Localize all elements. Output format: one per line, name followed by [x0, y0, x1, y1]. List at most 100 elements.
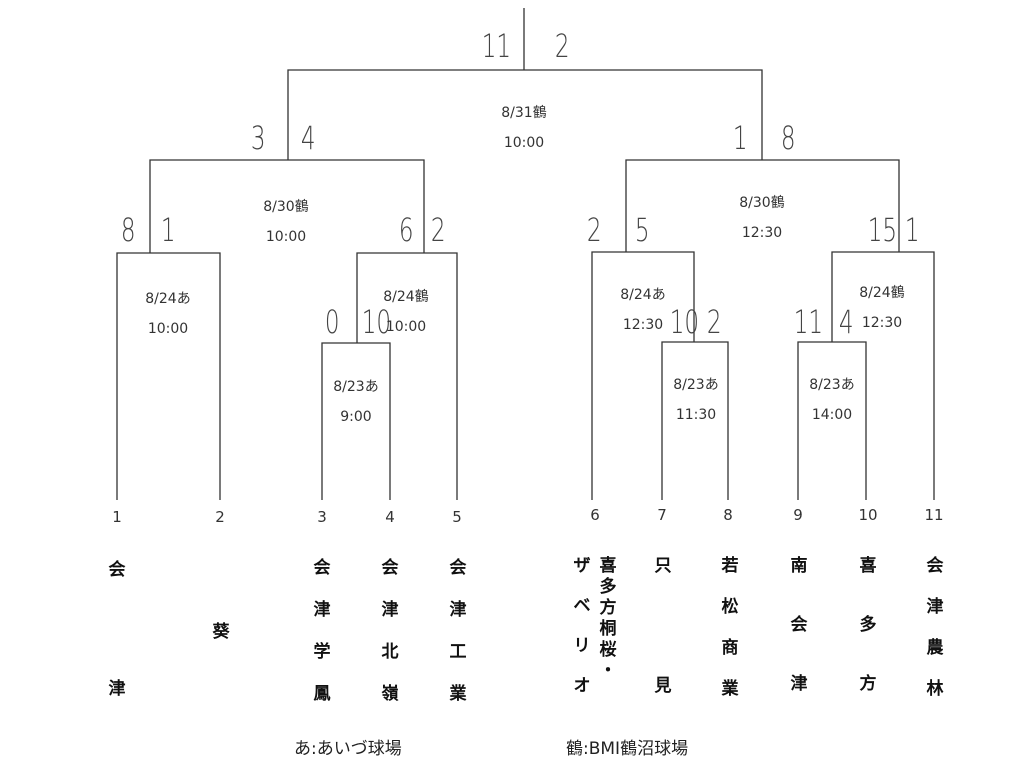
team-10-char: 方 — [859, 674, 877, 694]
seed-6: 6 — [590, 506, 600, 524]
r1-3v4-score-left: 0 — [324, 303, 340, 341]
r2-w910v11-time: 12:30 — [861, 315, 903, 331]
team-8: 若 松 商 業 — [718, 558, 742, 698]
legend-aizu: あ:あいづ球場 — [294, 739, 402, 759]
sf-right-score-left: 1 — [732, 119, 748, 157]
team-7-char: 見 — [654, 676, 672, 696]
team-7-char: 只 — [654, 556, 672, 576]
r1-3v4-info: 8/23あ 9:00 — [310, 372, 402, 432]
team-4: 会 津 北 嶺 — [378, 560, 402, 703]
r2-6vw78-score-right: 5 — [634, 211, 650, 249]
team-9-char: 南 — [790, 556, 808, 576]
r1-7v8-time: 11:30 — [675, 407, 717, 423]
team-2: 葵 — [209, 624, 233, 641]
team-6a-char: オ — [573, 676, 591, 696]
final-score-right: 2 — [554, 27, 570, 65]
sf-left-time: 10:00 — [265, 229, 307, 245]
r2-1v2-date: 8/24あ — [145, 291, 191, 307]
team-6b-char: ・ — [599, 661, 617, 681]
r1-9v10-date: 8/23あ — [809, 377, 855, 393]
team-5-char: 津 — [449, 600, 467, 620]
team-8-char: 松 — [721, 597, 739, 617]
team-3-char: 会 — [313, 558, 331, 578]
r2-6vw78-date: 8/24あ — [620, 287, 666, 303]
final-score-left: 11 — [481, 27, 512, 65]
team-5-char: 業 — [449, 684, 467, 704]
r1-3v4-time: 9:00 — [340, 409, 372, 425]
sf-left-score-left: 3 — [250, 119, 266, 157]
team-10-char: 喜 — [859, 556, 877, 576]
r1-7v8-date: 8/23あ — [673, 377, 719, 393]
team-6b-char: 桜 — [599, 640, 617, 660]
r1-7v8-score-right: 2 — [706, 303, 722, 341]
team-11-char: 農 — [926, 638, 944, 658]
team-4-char: 北 — [381, 642, 399, 662]
seed-7: 7 — [657, 506, 667, 524]
seed-3: 3 — [317, 508, 327, 526]
team-5-char: 会 — [449, 558, 467, 578]
r2-w910v11-score-left: 15 — [867, 211, 898, 249]
team-6b-char: 桐 — [599, 619, 617, 639]
team-10: 喜 多 方 — [856, 558, 880, 693]
r2-1v2-score-right: 1 — [160, 211, 176, 249]
team-11-char: 林 — [926, 679, 944, 699]
r1-9v10-score-left: 11 — [793, 303, 824, 341]
sf-right-info: 8/30鶴 12:30 — [714, 188, 810, 248]
team-8-char: 業 — [721, 679, 739, 699]
r1-7v8-info: 8/23あ 11:30 — [650, 370, 742, 430]
team-11: 会 津 農 林 — [923, 558, 947, 698]
r2-w910v11-score-right: 1 — [904, 211, 920, 249]
r2-6vw78-info: 8/24あ 12:30 — [595, 280, 691, 340]
team-9-char: 会 — [790, 615, 808, 635]
team-4-char: 津 — [381, 600, 399, 620]
team-1-char: 津 — [108, 679, 126, 699]
team-6b-char: 多 — [599, 577, 617, 597]
r2-6vw78-time: 12:30 — [622, 317, 664, 333]
team-11-char: 会 — [926, 556, 944, 576]
seed-1: 1 — [112, 508, 122, 526]
seed-8: 8 — [723, 506, 733, 524]
final-date: 8/31鶴 — [501, 105, 547, 121]
seed-5: 5 — [452, 508, 462, 526]
sf-left-score-right: 4 — [300, 119, 316, 157]
final-info: 8/31鶴 10:00 — [476, 98, 572, 158]
sf-left-info: 8/30鶴 10:00 — [238, 192, 334, 252]
team-9-char: 津 — [790, 674, 808, 694]
team-1-char: 会 — [108, 560, 126, 580]
team-3-char: 学 — [313, 642, 331, 662]
r2-w34v5-score-right: 2 — [430, 211, 446, 249]
final-time: 10:00 — [503, 135, 545, 151]
team-5: 会 津 工 業 — [446, 560, 470, 703]
team-6b-char: 喜 — [599, 556, 617, 576]
r1-9v10-score-right: 4 — [838, 303, 854, 341]
r1-7v8-score-left: 10 — [669, 303, 700, 341]
seed-10: 10 — [858, 506, 878, 524]
team-6b-char: 方 — [599, 598, 617, 618]
r2-w34v5-time: 10:00 — [385, 319, 427, 335]
team-5-char: 工 — [449, 642, 467, 662]
sf-left-date: 8/30鶴 — [263, 199, 309, 215]
team-3-char: 鳳 — [313, 684, 331, 704]
seed-11: 11 — [924, 506, 944, 524]
team-7: 只 見 — [651, 558, 675, 695]
sf-right-score-right: 8 — [780, 119, 796, 157]
r1-9v10-info: 8/23あ 14:00 — [786, 370, 878, 430]
r1-3v4-score-right: 10 — [361, 303, 392, 341]
r2-w34v5-score-left: 6 — [398, 211, 414, 249]
team-4-char: 嶺 — [381, 684, 399, 704]
team-9: 南 会 津 — [787, 558, 811, 693]
team-6-kitakata-tosho: 喜 多 方 桐 桜 ・ — [596, 558, 620, 680]
sf-right-time: 12:30 — [741, 225, 783, 241]
r2-6vw78-score-left: 2 — [586, 211, 602, 249]
team-1: 会 津 — [105, 562, 129, 698]
r2-1v2-time: 10:00 — [147, 321, 189, 337]
r2-w34v5-date: 8/24鶴 — [383, 289, 429, 305]
team-6a-char: ベ — [573, 596, 591, 616]
r2-w910v11-info: 8/24鶴 12:30 — [834, 278, 930, 338]
legend-tsurunuma: 鶴:BMI鶴沼球場 — [566, 739, 689, 759]
team-2-char: 葵 — [212, 622, 230, 642]
team-8-char: 若 — [721, 556, 739, 576]
team-11-char: 津 — [926, 597, 944, 617]
r2-w34v5-info: 8/24鶴 10:00 — [358, 282, 454, 342]
